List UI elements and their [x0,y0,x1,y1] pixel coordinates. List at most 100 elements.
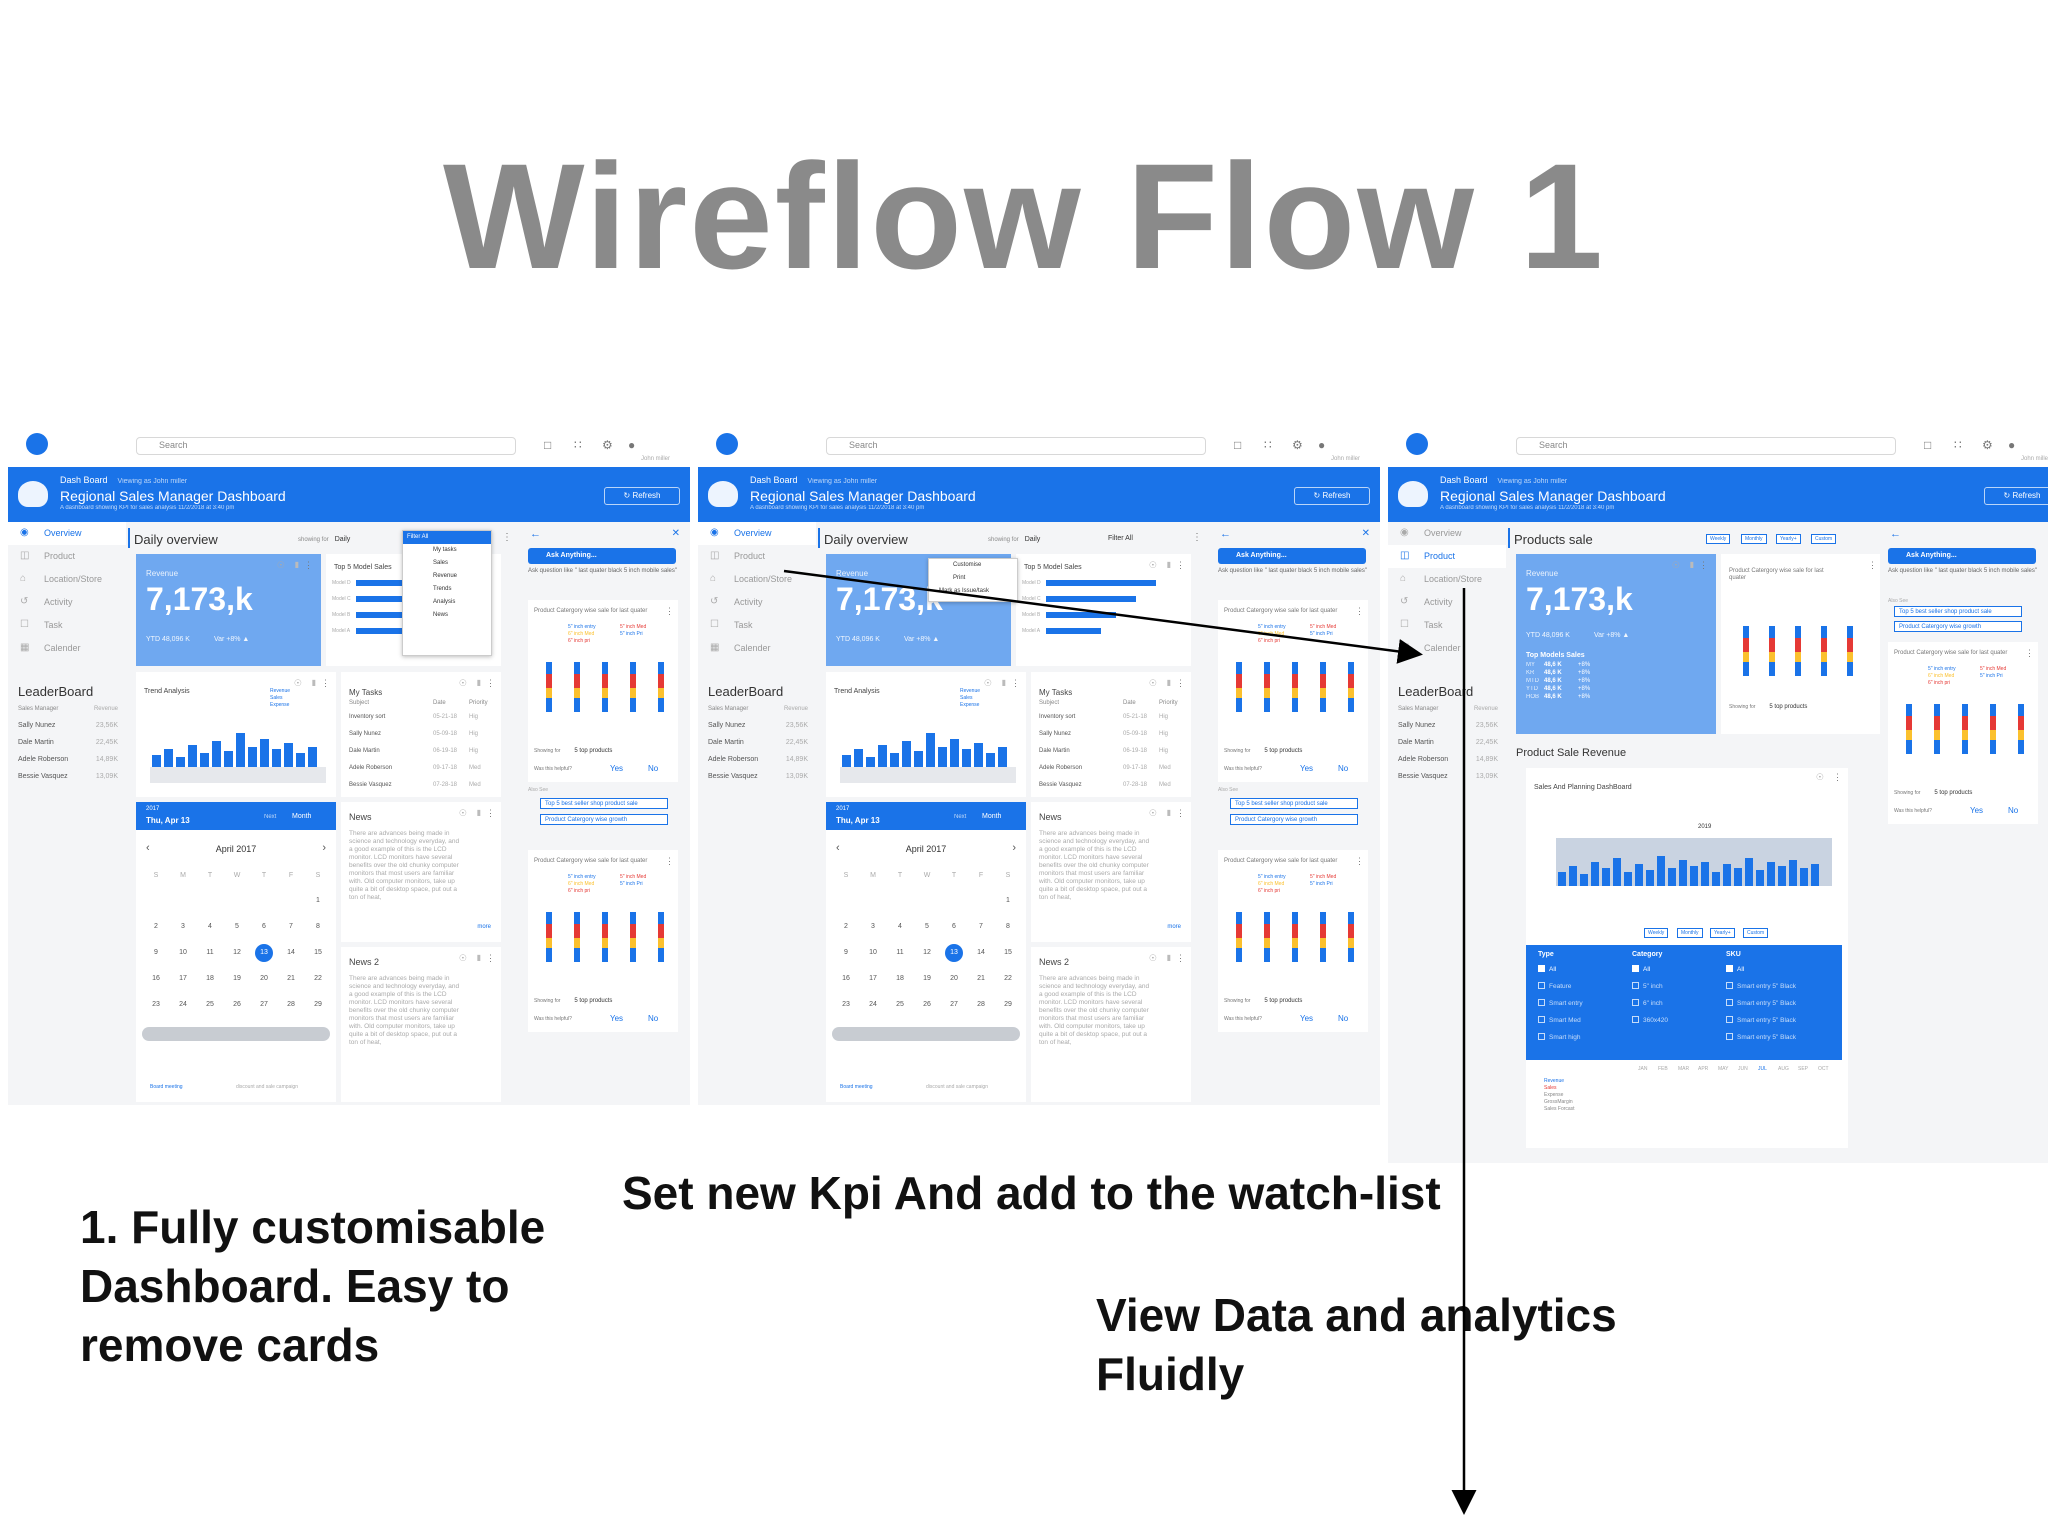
grid-icon[interactable]: ∷ [1264,438,1272,452]
filter-checkbox[interactable]: Smart entry 5" Black [1726,999,1796,1007]
filter-select[interactable]: Filter All [1108,535,1133,542]
refresh-button[interactable]: ↻ Refresh [1984,487,2048,505]
filter-option[interactable]: Revenue [433,573,458,579]
calendar-day[interactable]: 22 [1004,975,1012,982]
calendar-day[interactable]: 19 [233,975,241,982]
filter-checkbox[interactable]: Smart entry 5" Black [1726,982,1796,990]
more-icon[interactable]: ⋮ [1699,560,1708,570]
calendar-day[interactable]: 21 [977,975,985,982]
calendar-day[interactable]: 13 [260,949,268,956]
filter-checkbox[interactable]: Smart entry [1538,999,1583,1007]
helpful-yes-button[interactable]: Yes [610,1014,624,1023]
filter-option[interactable]: Analysis [433,599,456,605]
suggestion-button[interactable]: Product Catergory wise growth [540,814,668,825]
search-input[interactable]: Search [136,437,516,455]
calendar-day[interactable]: 5 [235,923,239,930]
calendar-day[interactable]: 12 [233,949,241,956]
search-input[interactable]: Search [826,437,1206,455]
back-arrow-icon[interactable]: ← [1890,528,1901,540]
eye-icon[interactable]: ☉ [276,560,285,570]
filter-checkbox[interactable]: 5" inch [1632,982,1663,990]
chevron-right-icon[interactable]: › [322,842,326,854]
filter-option[interactable]: News [433,612,449,618]
menu-item[interactable]: Print [953,575,966,581]
period-tab[interactable]: Weekly [1706,534,1731,544]
sidebar-item-activity[interactable]: ↺Activity [1388,591,1506,614]
trash-icon[interactable]: ▮ [1166,560,1171,569]
close-icon[interactable]: ✕ [1361,528,1370,539]
calendar-day[interactable]: 26 [923,1001,931,1008]
calendar-day[interactable]: 27 [950,1001,958,1008]
grid-icon[interactable]: ∷ [1954,438,1962,452]
calendar-day[interactable]: 12 [923,949,931,956]
notification-icon[interactable]: □ [1234,438,1242,452]
sidebar-item-overview[interactable]: ◉Overview [8,522,126,545]
eye-icon[interactable]: ☉ [458,953,467,963]
more-icon[interactable]: ⋮ [665,856,674,866]
app-logo-icon[interactable] [716,433,738,455]
calendar-day[interactable]: 25 [896,1001,904,1008]
calendar-day[interactable]: 7 [979,923,983,930]
calendar-day[interactable]: 28 [977,1001,985,1008]
suggestion-button[interactable]: Product Catergory wise growth [1230,814,1358,825]
calendar-day[interactable]: 8 [316,923,320,930]
trash-icon[interactable]: ▮ [1166,953,1171,962]
sidebar-item-task[interactable]: ☐Task [8,614,126,637]
more-icon[interactable]: ⋮ [486,808,495,818]
calendar-day[interactable]: 9 [154,949,158,956]
calendar-day[interactable]: 1 [316,897,320,904]
period-tab[interactable]: Monthly [1677,928,1703,938]
calendar-day[interactable]: 29 [1004,1001,1012,1008]
sidebar-item-locationstore[interactable]: ⌂Location/Store [698,568,816,591]
more-icon[interactable]: ⋮ [1176,678,1185,688]
helpful-yes-button[interactable]: Yes [610,764,624,773]
more-icon[interactable]: ⋮ [1355,856,1364,866]
gear-icon[interactable]: ⚙ [1292,438,1303,452]
more-icon[interactable]: ⋮ [1176,808,1185,818]
calendar-day[interactable]: 3 [871,923,875,930]
close-icon[interactable]: ✕ [671,528,680,539]
calendar-mode[interactable]: Month [292,813,312,820]
back-arrow-icon[interactable]: ← [530,528,541,540]
more-icon[interactable]: ⋮ [1176,560,1185,570]
sidebar-item-product[interactable]: ◫Product [698,545,816,568]
sidebar-item-task[interactable]: ☐Task [698,614,816,637]
eye-icon[interactable]: ☉ [1671,560,1680,570]
calendar-day[interactable]: 6 [262,923,266,930]
calendar-day[interactable]: 13 [950,949,958,956]
suggestion-button[interactable]: Top 5 best seller shop product sale [540,798,668,809]
calendar-day[interactable]: 17 [869,975,877,982]
more-icon[interactable]: ⋮ [321,678,330,688]
sidebar-item-product[interactable]: ◫Product [1388,545,1506,568]
filter-checkbox[interactable]: Smart entry 5" Black [1726,1016,1796,1024]
calendar-day[interactable]: 2 [844,923,848,930]
calendar-day[interactable]: 8 [1006,923,1010,930]
more-icon[interactable]: ⋮ [1355,606,1364,616]
period-tab[interactable]: Weekly [1644,928,1669,938]
calendar-day[interactable]: 4 [898,923,902,930]
ask-anything-input[interactable]: Ask Anything... [1888,548,2036,564]
eye-icon[interactable]: ☉ [1148,678,1157,688]
calendar-day[interactable]: 15 [1004,949,1012,956]
period-tab[interactable]: Monthly [1741,534,1767,544]
sidebar-item-product[interactable]: ◫Product [8,545,126,568]
app-logo-icon[interactable] [1406,433,1428,455]
helpful-yes-button[interactable]: Yes [1300,1014,1314,1023]
eye-icon[interactable]: ☉ [458,808,467,818]
eye-icon[interactable]: ☉ [1148,560,1157,570]
filter-checkbox[interactable]: All [1726,965,1744,973]
calendar-day[interactable]: 14 [977,949,985,956]
helpful-no-button[interactable]: No [1338,764,1349,773]
calendar-day[interactable]: 21 [287,975,295,982]
